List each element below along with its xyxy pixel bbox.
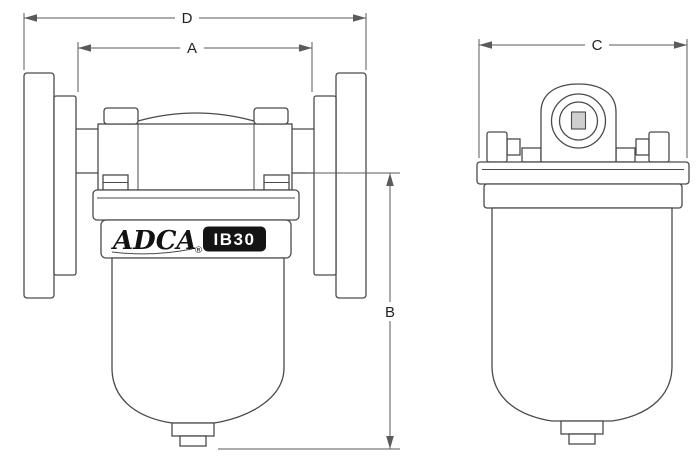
front-left-flange-hub <box>53 95 77 276</box>
dimension-a-arrow-left <box>78 44 91 52</box>
model-badge <box>203 226 266 252</box>
dimension-b-label: B <box>385 304 395 321</box>
front-casting-left-boss <box>103 107 139 125</box>
side-drain-plug-head <box>560 420 604 435</box>
side-drain-plug <box>560 420 604 445</box>
side-cover-plate <box>476 161 690 185</box>
dimension-annotations: D A B <box>23 9 688 450</box>
brand-logo-swash <box>111 248 193 255</box>
front-casting-right-boss <box>253 107 289 125</box>
dimension-b-label-bg <box>378 302 402 321</box>
dimension-c-label: C <box>592 37 603 54</box>
front-drain-plug-head <box>171 422 215 437</box>
dimension-c-arrow-right <box>674 41 687 49</box>
front-name-band: ADCA ® IB30 <box>100 219 292 259</box>
side-top-housing <box>540 83 617 163</box>
side-right-bolt <box>635 131 670 163</box>
dimension-a: A <box>77 39 313 92</box>
side-left-bolt-shank <box>506 138 521 156</box>
model-label: IB30 <box>214 230 256 249</box>
registered-mark: ® <box>194 246 203 256</box>
side-right-bolt-shank <box>635 138 650 156</box>
front-left-flange <box>23 72 77 299</box>
side-body-shell <box>491 207 673 422</box>
side-arch-left-foot <box>521 147 542 163</box>
side-right-bolt-head <box>648 131 670 163</box>
dimension-d-extension-lines <box>23 13 367 70</box>
front-casting-inner-lines <box>137 124 255 190</box>
dimension-a-label-bg <box>180 39 204 56</box>
dimension-d-label-bg <box>175 9 199 26</box>
dimension-c-label-bg <box>585 36 609 53</box>
front-right-flange-plate <box>335 72 367 299</box>
dimension-b-extension-lines <box>218 172 400 450</box>
brand-logo-text: ADCA <box>110 226 197 256</box>
side-drain-plug-tip <box>568 433 596 445</box>
dimension-d: D <box>23 9 367 70</box>
side-clamp-ring <box>483 183 683 209</box>
front-casting-arch <box>137 112 255 122</box>
front-right-flange <box>313 72 367 299</box>
front-left-flange-plate <box>23 72 55 299</box>
front-drain-plug <box>171 422 215 447</box>
side-left-bolt <box>486 131 521 163</box>
dimension-a-extension-lines <box>77 42 313 92</box>
side-view <box>476 83 690 445</box>
front-right-flange-hub <box>313 95 337 276</box>
front-body-shell <box>111 257 285 424</box>
dimension-a-label: A <box>187 40 197 57</box>
front-cover-casting <box>97 107 293 191</box>
dimension-d-arrow-right <box>353 14 366 22</box>
dimension-c: C <box>478 36 688 158</box>
dimension-d-label: D <box>182 10 193 27</box>
dimension-d-arrow-left <box>24 14 37 22</box>
side-left-bolt-head <box>486 131 508 163</box>
dimension-c-extension-lines <box>478 39 688 158</box>
dimension-c-arrow-left <box>479 41 492 49</box>
dimension-b: B <box>218 172 402 450</box>
dimension-b-arrow-bottom <box>386 436 394 449</box>
side-arch-right-foot <box>615 147 636 163</box>
front-view: ADCA ® IB30 <box>23 72 367 447</box>
dimension-a-arrow-right <box>299 44 312 52</box>
front-cover-plate <box>92 189 300 221</box>
dimension-b-arrow-top <box>386 173 394 186</box>
side-boss-square-hole <box>570 111 587 130</box>
front-pipe-connections <box>76 128 314 174</box>
front-drain-plug-tip <box>179 435 207 447</box>
